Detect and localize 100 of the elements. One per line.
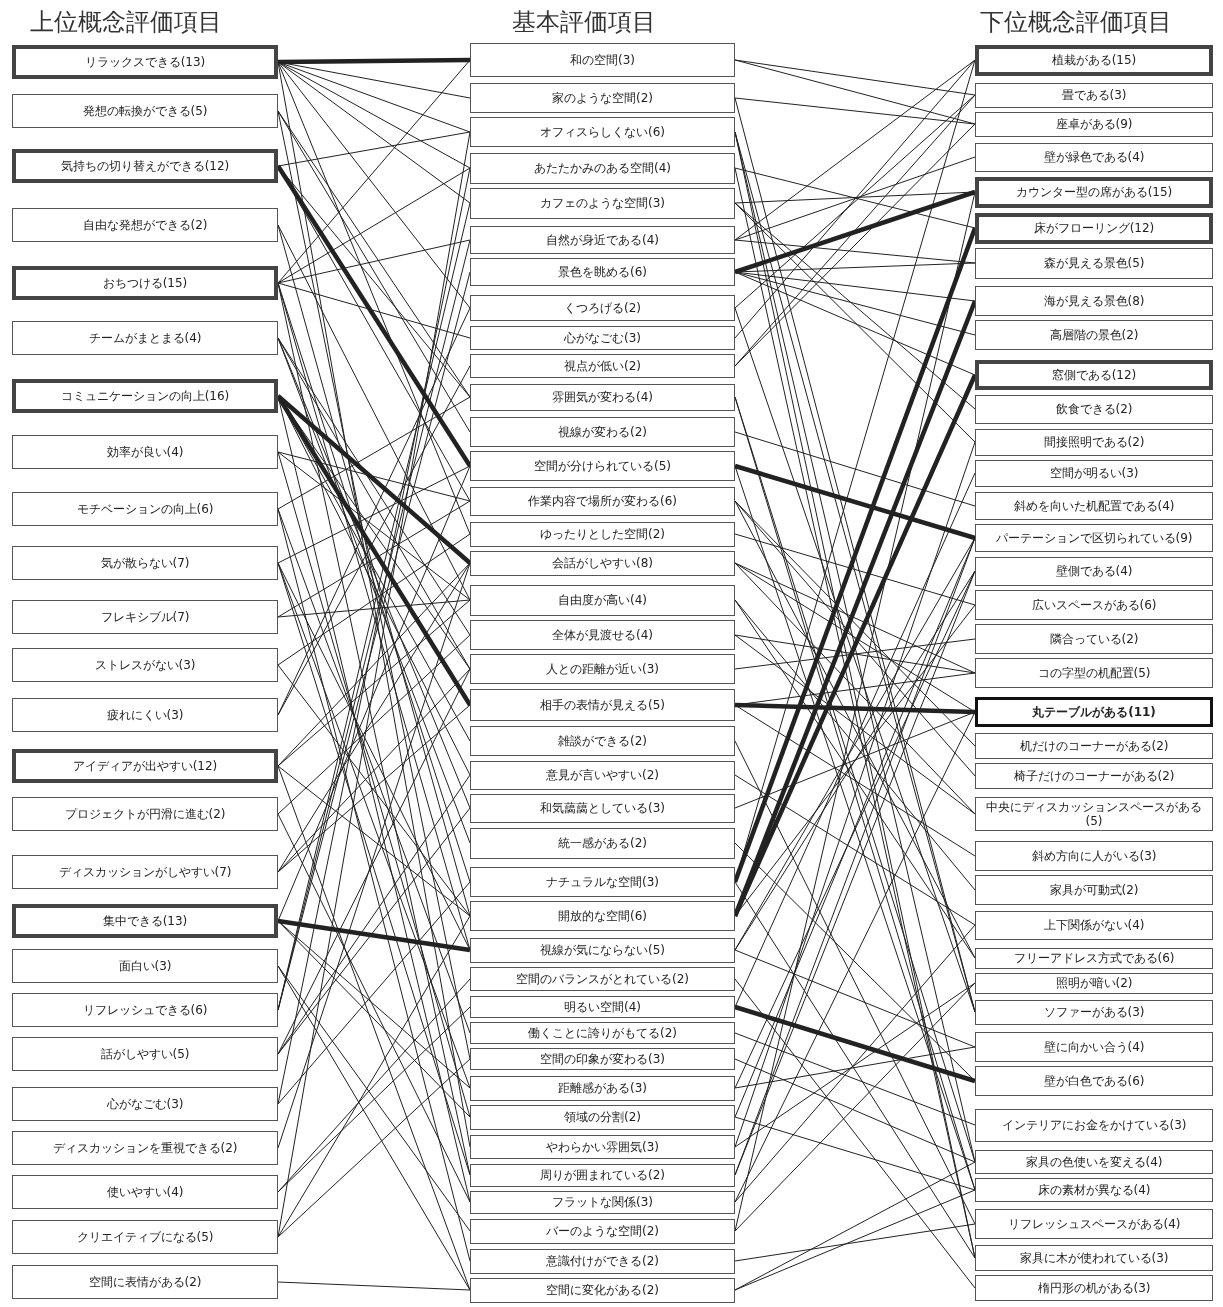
evaluation-item: 作業内容で場所が変わる(6) <box>470 486 735 516</box>
connector-line <box>734 189 976 275</box>
connector-line <box>277 533 471 666</box>
evaluation-item: フレキシブル(7) <box>12 600 278 634</box>
evaluation-item: クリエイティブになる(5) <box>12 1220 278 1254</box>
evaluation-item: くつろげる(2) <box>470 295 735 321</box>
evaluation-item: 心がなごむ(3) <box>12 1087 278 1121</box>
evaluation-item: 森が見える景色(5) <box>975 247 1213 279</box>
connector-line <box>277 500 471 618</box>
connector-line <box>277 465 471 564</box>
evaluation-item: ディスカッションがしやすい(7) <box>12 855 278 889</box>
connector-line <box>734 59 976 241</box>
connector-line <box>277 508 471 1262</box>
evaluation-item: 発想の転換ができる(5) <box>12 94 278 128</box>
evaluation-item: 家具に木が使われている(3) <box>975 1245 1213 1271</box>
connector-line <box>734 982 976 1232</box>
evaluation-item: 床がフローリング(12) <box>975 212 1213 244</box>
evaluation-item: 統一感がある(2) <box>470 827 735 859</box>
connector-line <box>277 396 471 510</box>
evaluation-item: 隣合っている(2) <box>975 624 1213 654</box>
connector-line <box>734 562 976 674</box>
connector-line <box>277 599 471 618</box>
evaluation-item: 窓側である(12) <box>975 360 1213 390</box>
connector-line <box>277 131 471 167</box>
connector-line <box>277 451 471 502</box>
evaluation-item: 斜め方向に人がいる(3) <box>975 841 1213 871</box>
connector-line <box>734 463 976 541</box>
evaluation-item: フリーアドレス方式である(6) <box>975 947 1213 969</box>
evaluation-item: 雰囲気が変わる(4) <box>470 383 735 411</box>
evaluation-item: 相手の表情が見える(5) <box>470 689 735 721</box>
evaluation-item: 視線が変わる(2) <box>470 417 735 447</box>
connector-line <box>734 881 976 1259</box>
evaluation-item: あたたかみのある空間(4) <box>470 152 735 184</box>
evaluation-item: 効率が良い(4) <box>12 435 278 469</box>
evaluation-item: 視線が気にならない(5) <box>470 937 735 963</box>
evaluation-item: 働くことに誇りがもてる(2) <box>470 1022 735 1044</box>
evaluation-item: 開放的な空間(6) <box>470 901 735 931</box>
evaluation-item: コの字型の机配置(5) <box>975 658 1213 688</box>
evaluation-item: 意見が言いやすい(2) <box>470 760 735 790</box>
evaluation-item: 自由度が高い(4) <box>470 584 735 616</box>
evaluation-item: 椅子だけのコーナーがある(2) <box>975 763 1213 789</box>
evaluation-item: 飲食できる(2) <box>975 394 1213 424</box>
evaluation-item: 空間が分けられている(5) <box>470 451 735 481</box>
connector-line <box>277 167 471 284</box>
connector-line <box>734 924 976 1203</box>
connector-line <box>734 704 976 857</box>
evaluation-item: 斜めを向いた机配置である(4) <box>975 492 1213 520</box>
evaluation-item: 空間が明るい(3) <box>975 459 1213 487</box>
evaluation-item: 植栽がある(15) <box>975 44 1213 76</box>
connector-line <box>277 765 471 917</box>
evaluation-item: 空間に表情がある(2) <box>12 1265 278 1299</box>
evaluation-item: アイディアが出やすい(12) <box>12 749 278 783</box>
column-heading: 基本評価項目 <box>512 7 656 38</box>
connector-line <box>277 965 471 1232</box>
evaluation-item: 壁側である(4) <box>975 556 1213 586</box>
evaluation-item: 雑談ができる(2) <box>470 726 735 756</box>
evaluation-item: 疲れにくい(3) <box>12 698 278 732</box>
connector-line <box>734 1161 976 1291</box>
evaluation-item: 空間のバランスがとれている(2) <box>470 967 735 991</box>
evaluation-item: 上下関係がない(4) <box>975 910 1213 940</box>
connector-line <box>734 94 976 309</box>
evaluation-item: ゆったりとした空間(2) <box>470 521 735 547</box>
evaluation-item: 周りが囲まれている(2) <box>470 1163 735 1187</box>
evaluation-item: リフレッシュスペースがある(4) <box>975 1209 1213 1239</box>
evaluation-item: 領域の分割(2) <box>470 1104 735 1130</box>
evaluation-item: 間接照明である(2) <box>975 428 1213 456</box>
column-heading: 下位概念評価項目 <box>980 7 1172 38</box>
evaluation-item: 景色を眺める(6) <box>470 258 735 286</box>
column-heading: 上位概念評価項目 <box>30 7 222 38</box>
evaluation-item: 面白い(3) <box>12 949 278 983</box>
evaluation-item: 自然が身近である(4) <box>470 226 735 254</box>
evaluation-item: リフレッシュできる(6) <box>12 993 278 1027</box>
connector-line <box>277 239 471 284</box>
evaluation-item: 全体が見渡せる(4) <box>470 620 735 650</box>
evaluation-item: カフェのような空間(3) <box>470 187 735 219</box>
evaluation-item: 畳である(3) <box>975 82 1213 108</box>
evaluation-item: 会話がしやすい(8) <box>470 550 735 576</box>
evaluation-item: ストレスがない(3) <box>12 648 278 682</box>
connector-line <box>734 1004 976 1084</box>
connector-line <box>277 599 471 767</box>
connector-line <box>734 1189 976 1291</box>
connector-line <box>734 774 976 926</box>
connector-line <box>734 307 976 1013</box>
connector-line <box>277 451 471 1118</box>
connector-line <box>277 1281 471 1291</box>
connector-line <box>734 562 976 815</box>
evaluation-item: パーテーションで区切られている(9) <box>975 524 1213 552</box>
evaluation-item: プロジェクトが円滑に進む(2) <box>12 797 278 831</box>
connector-line <box>277 634 471 815</box>
connector-line <box>277 704 471 873</box>
connector-line <box>734 167 976 229</box>
connector-line <box>734 1223 976 1262</box>
evaluation-item: 気が散らない(7) <box>12 546 278 580</box>
evaluation-item: 家具が可動式(2) <box>975 875 1213 905</box>
connector-line <box>734 982 976 1148</box>
connector-line <box>277 965 471 1291</box>
connector-line <box>277 1058 471 1238</box>
evaluation-item: 和気藹藹としている(3) <box>470 793 735 823</box>
evaluation-item: 照明が暗い(2) <box>975 972 1213 994</box>
evaluation-item: 集中できる(13) <box>12 904 278 938</box>
